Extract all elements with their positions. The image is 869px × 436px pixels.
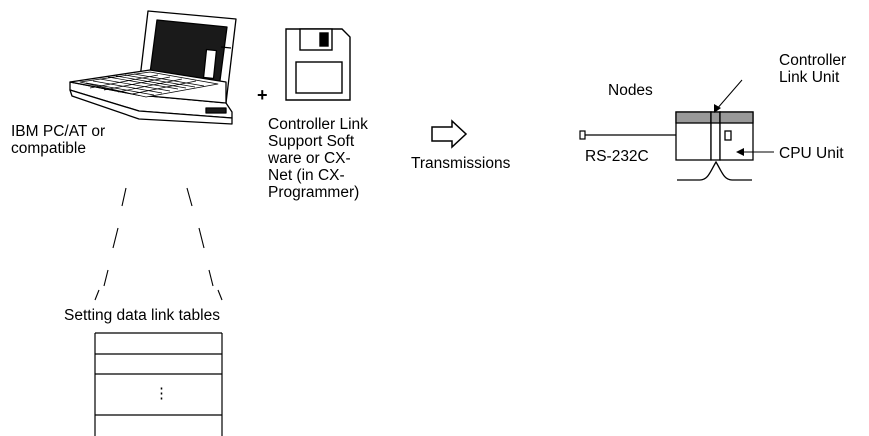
laptop-icon (69, 10, 237, 125)
transmission-arrow-icon (431, 119, 468, 149)
rs232c-cable (579, 130, 676, 140)
controller-link-unit-label: Controller Link Unit (779, 52, 846, 86)
transmissions-label: Transmissions (411, 155, 511, 172)
computer-label-line: IBM PC/AT or (11, 123, 106, 140)
controller-link-unit-label-line: Link Unit (779, 69, 840, 86)
controller-link-unit-label-line: Controller (779, 52, 847, 69)
software-label-line: Programmer) (268, 184, 360, 201)
floppy-disk-icon (285, 28, 351, 101)
cpu-unit-arrowhead (736, 148, 744, 156)
cpu-unit-label: CPU Unit (779, 145, 844, 162)
computer-label-line: compatible (11, 140, 86, 157)
nodes-label: Nodes (608, 82, 653, 99)
plc-node-icon (675, 111, 754, 181)
software-label-line: ware or CX- (268, 150, 351, 167)
table-title: Setting data link tables (64, 307, 220, 324)
data-link-table (94, 332, 223, 436)
table-ellipsis: ⋮ (154, 385, 169, 402)
plus-sign: + (257, 85, 268, 105)
software-label-line: Support Soft (268, 133, 355, 150)
controller-link-unit-arrowhead (714, 104, 721, 113)
software-label-line: Controller Link (268, 116, 368, 133)
controller-link-unit-leader (715, 79, 743, 111)
software-label: Controller Link Support Soft ware or CX-… (268, 116, 368, 201)
rs232c-label: RS-232C (585, 148, 649, 165)
software-label-line: Net (in CX- (268, 167, 345, 184)
projection-lines (94, 187, 223, 301)
computer-label: IBM PC/AT or compatible (11, 123, 105, 157)
